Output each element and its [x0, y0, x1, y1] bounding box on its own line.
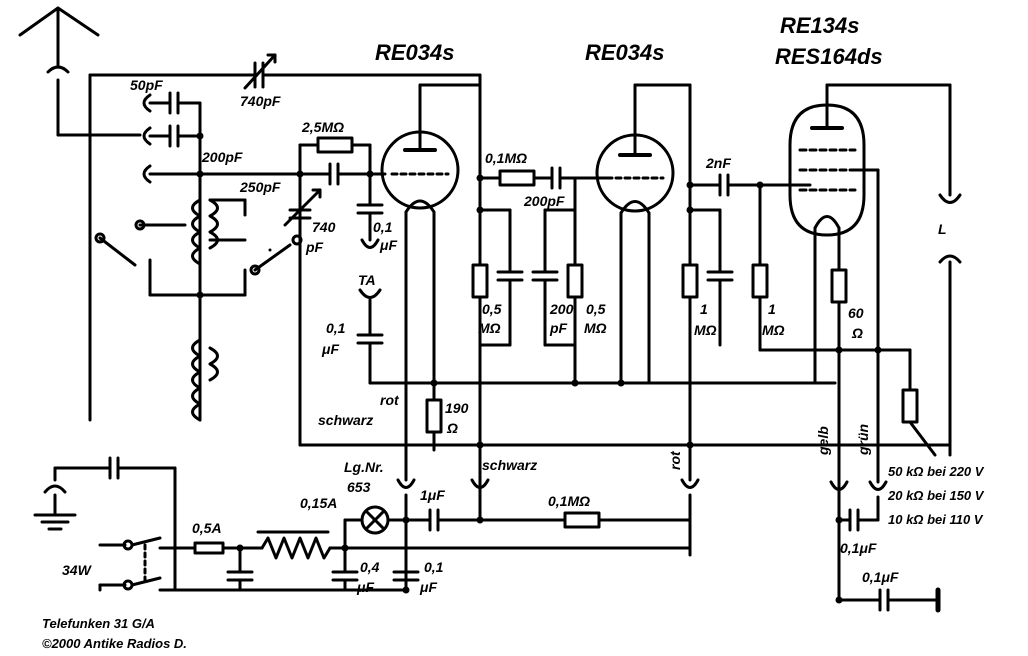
- lamp-lgnr-label: Lg.Nr.: [344, 459, 384, 475]
- feedback-variable-capacitor: [88, 53, 482, 422]
- res-1m2-label: 1: [768, 301, 776, 317]
- res-60-unit: Ω: [851, 325, 863, 341]
- voltage-selector-resistor: [901, 348, 937, 457]
- speaker-label: L: [938, 221, 947, 237]
- rf-coil-upper: [191, 198, 247, 266]
- cap-740pf-label: 740pF: [240, 93, 281, 109]
- cap-250pf-label: 250pF: [239, 179, 281, 195]
- speaker-l: [938, 83, 962, 457]
- cap-01uf3-unit: μF: [419, 579, 437, 595]
- res-01m2-label: 0,1MΩ: [548, 493, 590, 509]
- tube3-label-b: RES164ds: [775, 44, 883, 69]
- res-01m-label: 0,1MΩ: [485, 150, 527, 166]
- stage1-anode-network: [471, 73, 612, 517]
- cap-740-unit: pF: [305, 239, 324, 255]
- pickup-input-ta: [356, 288, 837, 385]
- res-05m-label: 0,5: [482, 301, 502, 317]
- res-190-label: 190: [445, 400, 469, 416]
- res-60-label: 60: [848, 305, 864, 321]
- res-05m2-label: 0,5: [586, 301, 606, 317]
- res-05m-unit: MΩ: [478, 320, 501, 336]
- res-1m-unit: MΩ: [694, 322, 717, 338]
- cap-200-unit: pF: [549, 320, 568, 336]
- cap-01uf-label: 0,1: [373, 219, 393, 235]
- fuse-015a-label: 0,15A: [300, 495, 337, 511]
- cap-01uf-unit: μF: [379, 237, 397, 253]
- wave-switch-left: [94, 219, 202, 297]
- tube-3: [788, 83, 952, 602]
- wire-schwarz-label: schwarz: [318, 412, 373, 428]
- cap-01uf2-unit: μF: [321, 341, 339, 357]
- cap-200pf-cpl-label: 200pF: [523, 193, 565, 209]
- cathode-resistor-190: [425, 381, 443, 452]
- ta-label: TA: [358, 272, 376, 288]
- fuse-05a-label: 0,5A: [192, 520, 222, 536]
- cap-1uf-label: 1μF: [420, 487, 445, 503]
- wire-rot-label: rot: [380, 392, 400, 408]
- cap-01uf5-label: 0,1μF: [862, 569, 899, 585]
- cap-01uf2-label: 0,1: [326, 320, 346, 336]
- cap-200pf-label: 200pF: [201, 149, 243, 165]
- res-190-unit: Ω: [446, 420, 458, 436]
- tube2-label: RE034s: [585, 40, 665, 65]
- antenna-input-network: [142, 91, 202, 422]
- cap-2nf-label: 2nF: [705, 155, 731, 171]
- tube-2: [595, 83, 692, 385]
- tube3-label-a: RE134s: [780, 13, 860, 38]
- cap-01uf4-label: 0,1μF: [840, 540, 877, 556]
- res-1m2-unit: MΩ: [762, 322, 785, 338]
- wire-rot2-label: rot: [667, 450, 683, 470]
- res-2-5m-label: 2,5MΩ: [301, 119, 344, 135]
- voltage-220-label: 50 kΩ bei 220 V: [888, 464, 985, 479]
- footer-model: Telefunken 31 G/A: [42, 616, 155, 631]
- footer-copyright: ©2000 Antike Radios D.: [42, 636, 187, 651]
- cap-50pf-label: 50pF: [130, 77, 163, 93]
- tube-1: [380, 83, 482, 447]
- stage2-anode-network: [681, 83, 912, 472]
- power-34w-label: 34W: [62, 562, 93, 578]
- voltage-150-label: 20 kΩ bei 150 V: [887, 488, 985, 503]
- wire-schwarz2-label: schwarz: [482, 457, 537, 473]
- wire-gruen-label: grün: [855, 424, 871, 456]
- res-1m-label: 1: [700, 301, 708, 317]
- cap-04uf-unit: μF: [356, 579, 374, 595]
- cap-04uf-label: 0,4: [360, 559, 380, 575]
- res-05m2-unit: MΩ: [584, 320, 607, 336]
- tube1-label: RE034s: [375, 40, 455, 65]
- voltage-110-label: 10 kΩ bei 110 V: [888, 512, 984, 527]
- cap-740-label: 740: [312, 219, 336, 235]
- junction-dots: [196, 132, 882, 604]
- rf-coil-lower: [191, 338, 219, 422]
- ht-bus: [298, 443, 952, 592]
- cap-01uf3-label: 0,1: [424, 559, 444, 575]
- grid-leak-network: [198, 136, 387, 447]
- cap-200-label: 200: [549, 301, 574, 317]
- antenna-symbol: [18, 6, 142, 137]
- lamp-lgnr-value: 653: [347, 479, 371, 495]
- wire-gelb-label: gelb: [815, 426, 831, 456]
